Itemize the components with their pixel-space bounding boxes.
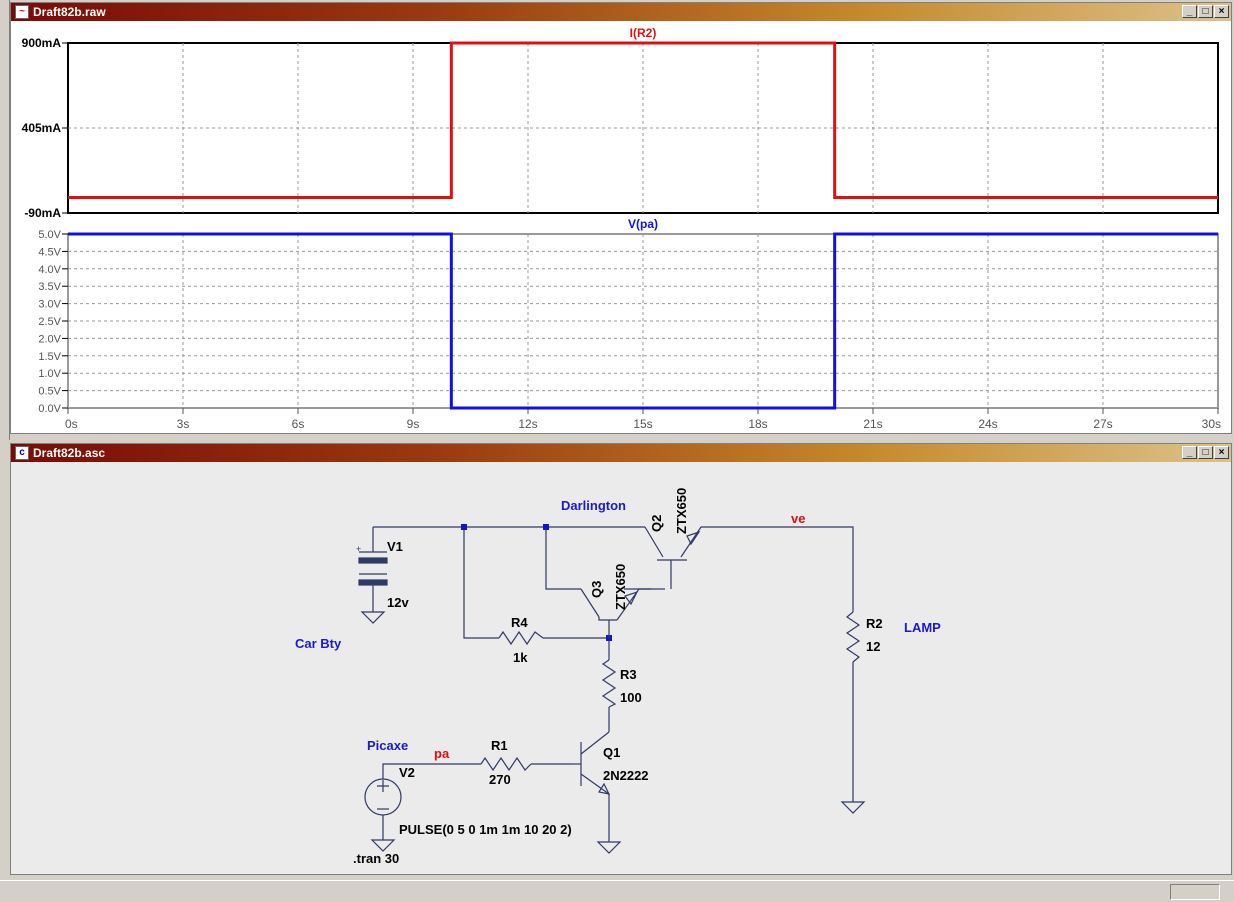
time-x-tick-label: 18s [748, 417, 767, 431]
v1-value[interactable]: 12v [387, 595, 409, 610]
v1-name[interactable]: V1 [387, 539, 403, 554]
current-trace [68, 41, 1218, 200]
tran-directive[interactable]: .tran 30 [353, 851, 399, 866]
comment-picaxe: Picaxe [367, 738, 408, 753]
transistor-q1-symbol [571, 731, 611, 795]
plot-restore-button[interactable]: □ [1198, 5, 1213, 18]
voltage-y-tick-label: 4.0V [38, 264, 61, 276]
plot-window: ~ Draft82b.raw _ □ × I(R2) 900mA 405mA -90… [10, 2, 1232, 434]
time-x-tick-label: 21s [863, 417, 882, 431]
current-pane-title: I(R2) [630, 26, 657, 40]
net-label-pa[interactable]: pa [434, 746, 450, 761]
q2-model[interactable]: ZTX650 [674, 488, 689, 534]
current-y-tick-label: 900mA [22, 36, 62, 50]
comment-lamp: LAMP [904, 620, 941, 635]
q3-name[interactable]: Q3 [589, 581, 604, 598]
q1-model[interactable]: 2N2222 [603, 768, 649, 783]
time-x-ticks: 0s 3s 6s 9s 12s 15s 18s 21s 24s 27s 30s [65, 408, 1221, 431]
current-y-ticks: 900mA 405mA -90mA [22, 36, 68, 220]
voltage-y-tick-label: 1.5V [38, 351, 61, 363]
comment-darlington: Darlington [561, 498, 626, 513]
time-x-tick-label: 15s [633, 417, 652, 431]
transistor-q3-symbol [580, 588, 657, 638]
right-frame-strip [1232, 0, 1234, 880]
voltage-y-tick-label: 1.0V [38, 368, 61, 380]
q1-name[interactable]: Q1 [603, 745, 620, 760]
waveform-plot[interactable]: I(R2) 900mA 405mA -90mA V(pa) 5.0V 4.5V 4.0V… [11, 21, 1231, 433]
q2-name[interactable]: Q2 [649, 515, 664, 532]
voltage-y-tick-label: 2.5V [38, 316, 61, 328]
voltage-y-tick-label: 3.5V [38, 281, 61, 293]
plot-minimize-button[interactable]: _ [1182, 5, 1197, 18]
v2-name[interactable]: V2 [399, 765, 415, 780]
v2-value[interactable]: PULSE(0 5 0 1m 1m 10 20 2) [399, 822, 572, 837]
schematic-canvas[interactable]: + [11, 462, 1231, 874]
r1-value[interactable]: 270 [489, 772, 511, 787]
voltage-y-ticks: 5.0V 4.5V 4.0V 3.5V 3.0V 2.5V 2.0V 1.5V 1.0V 0.5V… [38, 229, 68, 415]
current-y-tick-label: -90mA [24, 206, 61, 220]
transistor-q2-symbol [644, 526, 702, 589]
schematic-icon: c [15, 446, 29, 460]
plot-window-title: Draft82b.raw [33, 5, 106, 19]
voltage-y-tick-label: 2.0V [38, 333, 61, 345]
resistor-r4-symbol [498, 630, 544, 646]
plot-window-titlebar[interactable]: ~ Draft82b.raw _ □ × [11, 3, 1231, 21]
schematic-close-button[interactable]: × [1214, 446, 1229, 459]
time-x-tick-label: 6s [292, 417, 305, 431]
r4-name[interactable]: R4 [511, 615, 528, 630]
voltage-source-v2-symbol [364, 778, 402, 816]
status-bar [0, 880, 1234, 902]
r3-name[interactable]: R3 [620, 667, 637, 682]
voltage-pane-title: V(pa) [628, 217, 658, 231]
schematic-window-titlebar[interactable]: c Draft82b.asc _ □ × [11, 444, 1231, 462]
voltage-y-tick-label: 0.0V [38, 403, 61, 415]
voltage-trace [68, 232, 1218, 410]
r2-value[interactable]: 12 [866, 639, 880, 654]
schematic-restore-button[interactable]: □ [1198, 446, 1213, 459]
ground-symbols [360, 611, 866, 854]
time-x-tick-label: 24s [978, 417, 997, 431]
comment-car-bty: Car Bty [295, 636, 342, 651]
voltage-y-tick-label: 4.5V [38, 246, 61, 258]
left-frame-strip [0, 0, 10, 440]
net-label-ve[interactable]: ve [791, 511, 805, 526]
schematic-window: c Draft82b.asc _ □ × [10, 443, 1232, 875]
resistor-r2-symbol [845, 611, 861, 663]
r3-value[interactable]: 100 [620, 690, 642, 705]
r1-name[interactable]: R1 [491, 738, 508, 753]
battery-v1-symbol [358, 551, 388, 590]
voltage-y-tick-label: 5.0V [38, 229, 61, 241]
plot-close-button[interactable]: × [1214, 5, 1229, 18]
voltage-y-tick-label: 3.0V [38, 299, 61, 311]
time-x-tick-label: 27s [1093, 417, 1112, 431]
battery-plus-sign: + [356, 544, 361, 554]
q3-model[interactable]: ZTX650 [613, 564, 628, 610]
time-x-tick-label: 0s [65, 417, 78, 431]
resistor-r3-symbol [601, 659, 617, 708]
resistor-r1-symbol [480, 756, 532, 772]
time-x-tick-label: 30s [1202, 417, 1221, 431]
schematic-window-title: Draft82b.asc [33, 446, 106, 460]
time-x-tick-label: 3s [177, 417, 190, 431]
waveform-icon: ~ [15, 5, 29, 19]
schematic-minimize-button[interactable]: _ [1182, 446, 1197, 459]
current-pane-grid [68, 43, 1218, 213]
time-x-tick-label: 12s [518, 417, 537, 431]
status-cell [1170, 884, 1220, 900]
current-y-tick-label: 405mA [22, 121, 62, 135]
wires [372, 526, 854, 842]
voltage-pane-grid [68, 234, 1218, 408]
time-x-tick-label: 9s [407, 417, 420, 431]
r4-value[interactable]: 1k [513, 650, 528, 665]
voltage-y-tick-label: 0.5V [38, 386, 61, 398]
r2-name[interactable]: R2 [866, 616, 883, 631]
